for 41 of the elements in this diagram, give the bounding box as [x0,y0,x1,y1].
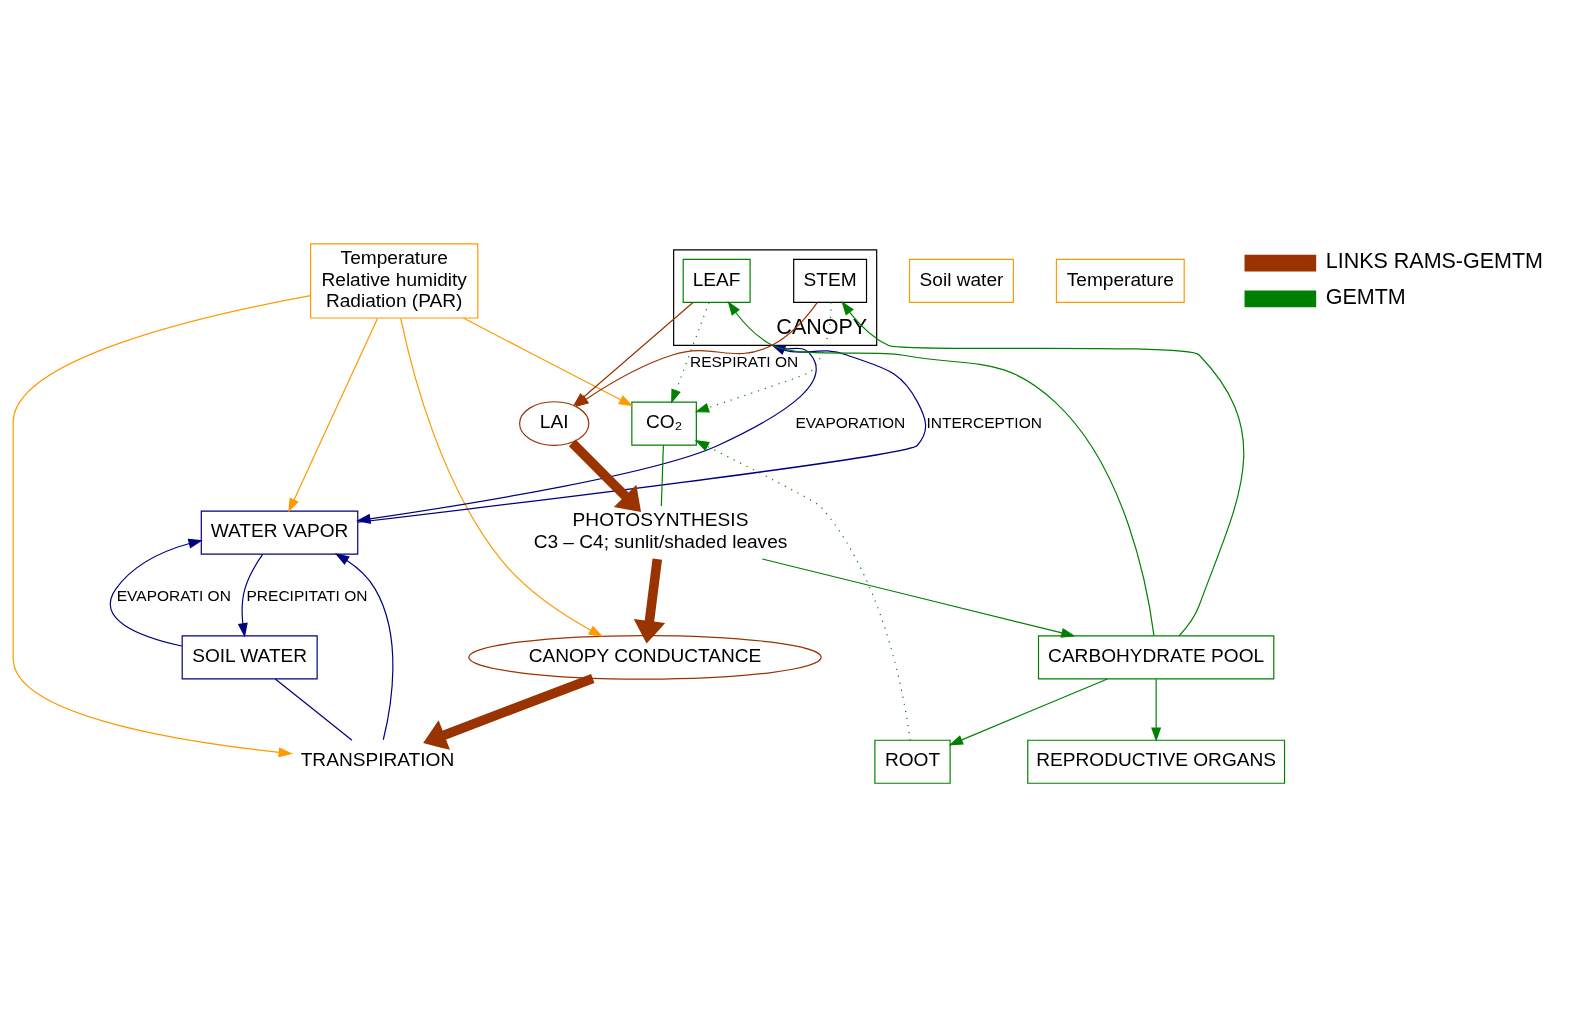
node-box: Temperature [1055,258,1185,303]
legend-label: GEMTM [1325,284,1406,309]
arrow [633,558,666,644]
arrow [109,538,203,647]
node-ellipse: CANOPY CONDUCTANCE [468,634,822,680]
arrow [423,673,595,750]
node-box: LEAF [682,258,751,303]
arrow [727,300,1155,636]
node-box: REPRODUCTIVE ORGANS [1027,739,1286,784]
edge-label: EVAPORATI ON [116,586,231,604]
node-box: Temperature Relative humidity Radiation (PAR) [309,242,479,319]
arrow [948,677,1109,745]
arrow [288,317,379,513]
arrow [694,301,832,412]
node-box: WATER VAPOR [200,510,359,555]
edge-label: EVAPORATION [795,413,906,431]
arrow [761,557,1076,638]
arrow [1151,678,1162,742]
node-text: PHOTOSYNTHESIS C3 – C4; sunlit/shaded leaves [533,508,788,552]
arrow [237,553,264,638]
node-box: ROOT [874,739,951,784]
node-box: CARBOHYDRATE POOL [1037,634,1275,679]
node-text: TRANSPIRATION [300,748,455,770]
node-box: SOIL WATER [181,634,318,679]
edge-label: PRECIPITATI ON [246,586,368,604]
arrow [694,439,911,741]
arrow [568,439,642,512]
node-box: Soil water [908,258,1015,303]
connector [660,444,664,507]
connector [274,677,353,741]
arrow [671,301,710,404]
arrow [334,552,394,740]
legend-label: LINKS RAMS-GEMTM [1325,248,1543,273]
arrow [400,317,604,637]
edge-label: RESPIRATI ON [689,352,799,370]
node-box: CO₂ [631,400,697,446]
edge-label: INTERCEPTION [926,413,1042,431]
node-box: STEM [793,258,868,303]
arrow [12,294,312,757]
node-ellipse: LAI [519,400,590,446]
arrow [841,300,1245,636]
